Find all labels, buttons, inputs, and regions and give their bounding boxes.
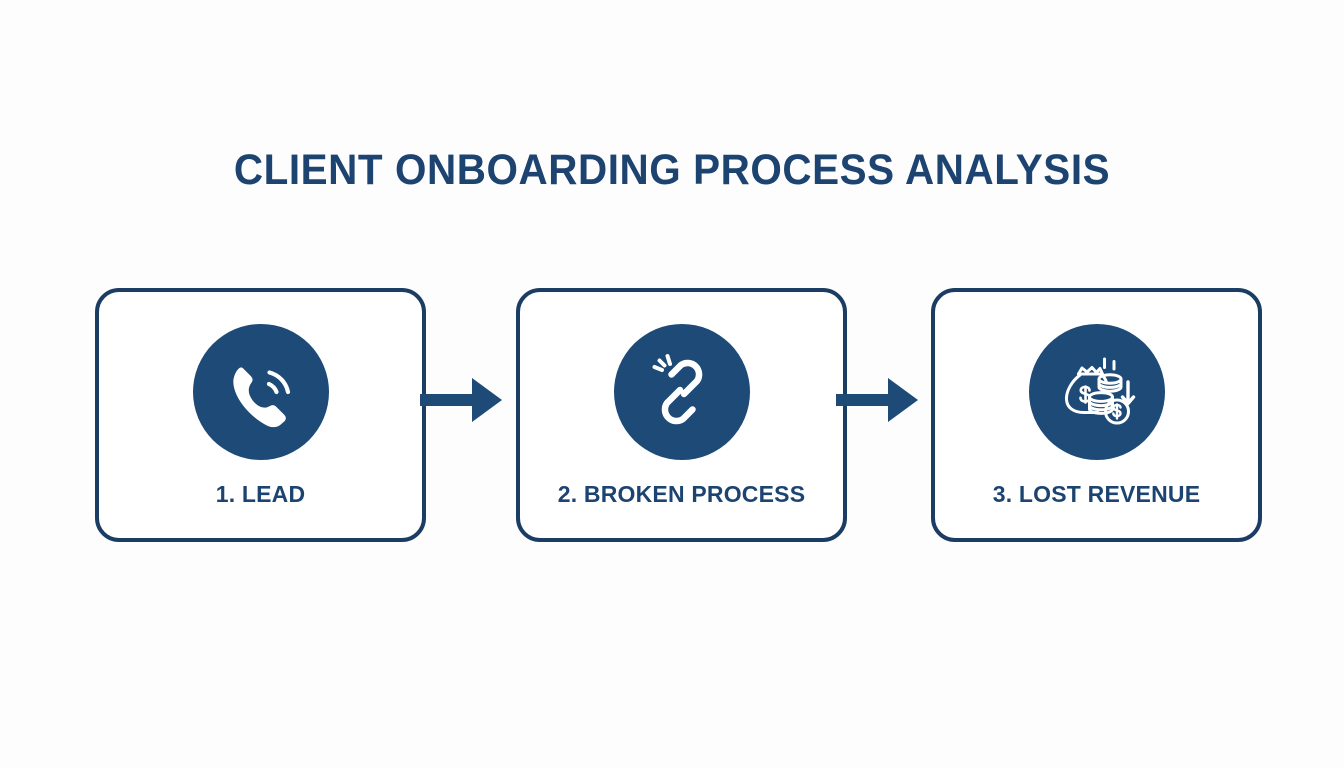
broken-chain-link-icon [652,354,702,425]
arrow-right-icon [420,378,502,422]
process-flow-diagram: 1. LEAD [0,288,1344,546]
process-step-card-2[interactable]: 2. BROKEN PROCESS [516,288,847,542]
phone-call-icon-badge [192,324,329,460]
phone-call-icon [232,367,290,428]
process-step-card-3[interactable]: 3. LOST REVENUE [931,288,1262,542]
flow-connector-1 [420,372,510,428]
arrow-right-icon [836,378,918,422]
flow-connector-2 [836,372,926,428]
money-loss-icon-badge [1028,324,1165,460]
process-step-label-1: 1. LEAD [215,481,306,507]
process-step-label-2: 2. BROKEN PROCESS [557,481,806,507]
money-loss-icon [1064,357,1135,425]
page-title: CLIENT ONBOARDING PROCESS ANALYSIS [233,146,1111,194]
process-step-card-1[interactable]: 1. LEAD [95,288,426,542]
broken-chain-link-icon-badge [613,324,750,460]
process-step-label-3: 3. LOST REVENUE [992,481,1201,507]
